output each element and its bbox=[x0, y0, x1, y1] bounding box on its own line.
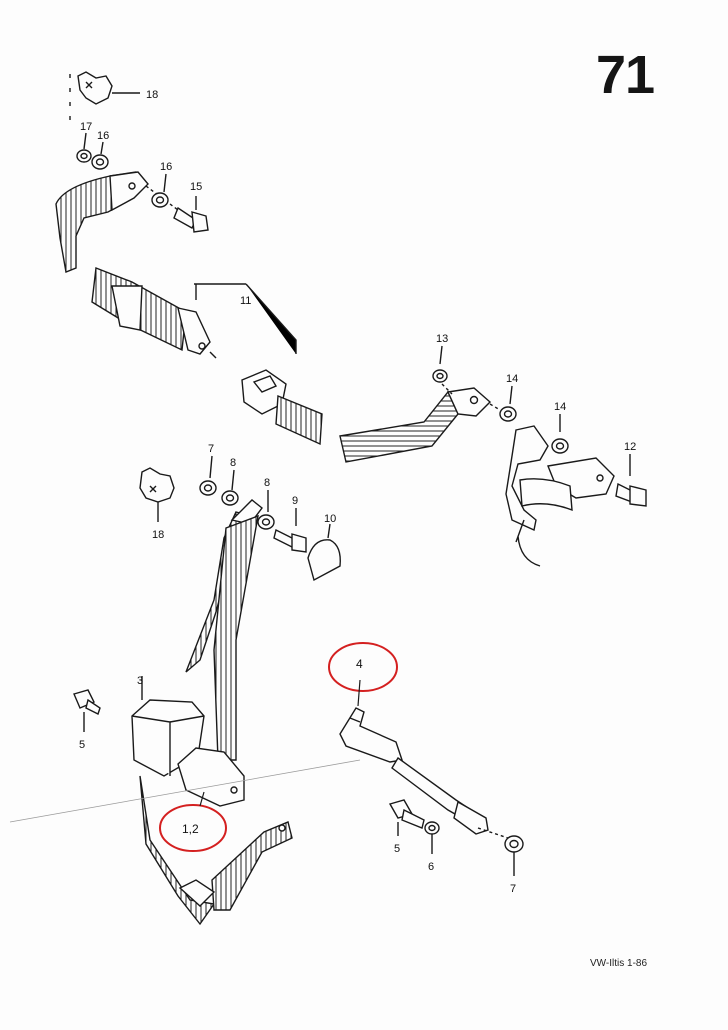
buckle-latch-11 bbox=[242, 370, 322, 444]
callout-3: 3 bbox=[137, 675, 143, 687]
push-clip-lower bbox=[140, 468, 174, 522]
bolt-5-left bbox=[74, 690, 100, 732]
red-highlight-circle-4 bbox=[328, 642, 398, 692]
bolt-washer-5-6-7 bbox=[390, 800, 523, 876]
svg-text:4: 4 bbox=[356, 657, 363, 671]
page-number: 71 bbox=[596, 45, 655, 105]
svg-text:7: 7 bbox=[208, 443, 214, 455]
callout-5-right: 5 bbox=[394, 843, 400, 855]
callout-6: 6 bbox=[428, 861, 434, 873]
callout-16-b: 16 bbox=[160, 161, 172, 173]
svg-text:16: 16 bbox=[97, 130, 109, 142]
svg-text:13: 13 bbox=[436, 333, 448, 345]
shoulder-belt-webbing bbox=[186, 500, 262, 760]
washers-7-8 bbox=[200, 456, 274, 529]
callout-10: 10 bbox=[324, 513, 336, 525]
callout-14-b: 14 bbox=[554, 401, 566, 413]
svg-text:16: 16 bbox=[160, 161, 172, 173]
bolt-9-cover-10 bbox=[274, 508, 340, 580]
svg-text:5: 5 bbox=[394, 843, 400, 855]
svg-text:11: 11 bbox=[240, 295, 251, 307]
svg-text:8: 8 bbox=[264, 477, 270, 489]
callout-14-a: 14 bbox=[506, 373, 518, 385]
callout-8-b: 8 bbox=[264, 477, 270, 489]
footer-model-code: VW-Iltis 1-86 bbox=[590, 958, 648, 969]
nut-13 bbox=[433, 346, 452, 394]
paper-crease bbox=[9, 759, 361, 823]
callout-11: 11 bbox=[240, 295, 251, 307]
callout-7-upper: 7 bbox=[208, 443, 214, 455]
belt-buckle-assembly-1-2 bbox=[140, 748, 292, 924]
red-highlight-circle-1-2 bbox=[159, 804, 227, 852]
belt-webbing-right bbox=[340, 388, 490, 462]
callout-13: 13 bbox=[436, 333, 448, 345]
svg-text:3: 3 bbox=[137, 675, 143, 687]
nut-17 bbox=[77, 133, 108, 169]
svg-text:18: 18 bbox=[146, 89, 158, 101]
bracket-14-12 bbox=[490, 386, 646, 566]
svg-text:10: 10 bbox=[324, 513, 336, 525]
svg-text:1,2: 1,2 bbox=[182, 822, 199, 836]
callout-18-lower: 18 bbox=[152, 529, 164, 541]
svg-text:14: 14 bbox=[506, 373, 518, 385]
svg-text:7: 7 bbox=[510, 883, 516, 895]
svg-text:12: 12 bbox=[624, 441, 636, 453]
svg-text:6: 6 bbox=[428, 861, 434, 873]
callout-15: 15 bbox=[190, 181, 202, 193]
svg-text:18: 18 bbox=[152, 529, 164, 541]
washer-16-bolt-15 bbox=[146, 174, 208, 232]
belt-webbing-11 bbox=[92, 268, 296, 358]
callout-17: 17 bbox=[80, 121, 92, 133]
callout-7-lower: 7 bbox=[510, 883, 516, 895]
svg-text:15: 15 bbox=[190, 181, 202, 193]
svg-text:9: 9 bbox=[292, 495, 298, 507]
callout-1-2: 1,2 bbox=[159, 791, 227, 852]
buckle-stalk-4 bbox=[340, 708, 488, 834]
svg-text:14: 14 bbox=[554, 401, 566, 413]
callout-4: 4 bbox=[328, 642, 398, 707]
svg-text:17: 17 bbox=[80, 121, 92, 133]
push-clip-upper bbox=[70, 72, 140, 124]
belt-anchor-strap-upper bbox=[56, 172, 148, 272]
callout-16-a: 16 bbox=[97, 130, 109, 142]
callout-8-a: 8 bbox=[230, 457, 236, 469]
callout-18-upper: 18 bbox=[146, 89, 158, 101]
callout-5-left: 5 bbox=[79, 739, 85, 751]
callout-12: 12 bbox=[624, 441, 636, 453]
svg-text:8: 8 bbox=[230, 457, 236, 469]
callout-9: 9 bbox=[292, 495, 298, 507]
svg-text:5: 5 bbox=[79, 739, 85, 751]
